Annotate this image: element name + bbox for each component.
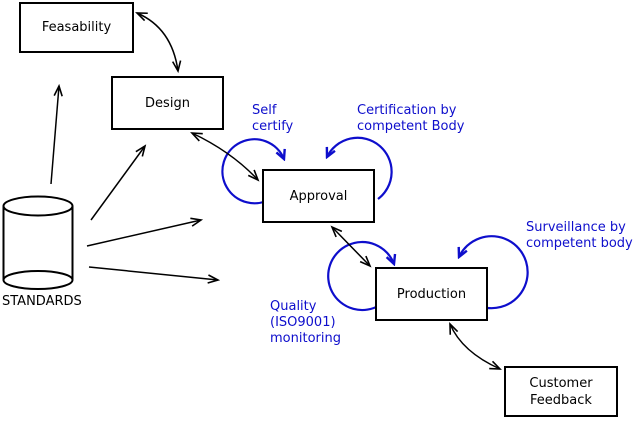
annotation-surveillance-line1: Surveillance by — [526, 220, 626, 235]
arrow-standards-design — [90, 146, 145, 221]
node-design-label: Design — [145, 95, 190, 111]
annotation-quality-line3: monitoring — [270, 331, 341, 346]
standards-label: STANDARDS — [2, 294, 82, 309]
annotation-surveillance-line2: competent body — [526, 236, 633, 251]
arrow-approval-production — [332, 227, 370, 266]
node-feasability-label: Feasability — [41, 20, 112, 35]
loop-surveillance — [459, 235, 529, 310]
node-feasability: Feasability — [19, 2, 134, 53]
standards-cylinder — [2, 195, 74, 290]
node-approval-label: Approval — [289, 188, 348, 204]
annotation-self-certify-line2: certify — [252, 119, 294, 134]
annotation-quality-monitoring: Quality(ISO9001)monitoring — [270, 299, 341, 347]
node-customer-feedback-line1: Customer — [529, 375, 593, 391]
node-production-label: Production — [396, 286, 467, 302]
annotation-quality-line1: Quality — [270, 299, 317, 314]
node-approval: Approval — [262, 169, 375, 223]
node-customer-feedback-line2: Feedback — [530, 392, 592, 408]
loop-certification — [327, 136, 393, 200]
annotation-quality-line2: (ISO9001) — [270, 315, 336, 330]
node-production: Production — [375, 267, 488, 321]
annotation-certification-line1: Certification by — [357, 103, 457, 118]
arrow-design-approval — [192, 133, 258, 180]
arrow-standards-feasability — [50, 86, 59, 185]
arrow-standards-approval — [86, 220, 201, 247]
annotation-self-certify-line1: Self — [252, 103, 277, 118]
arrow-production-customer — [450, 324, 500, 369]
annotation-certification-line2: competent Body — [357, 119, 465, 134]
loop-quality-monitoring — [327, 240, 394, 312]
node-design: Design — [111, 76, 224, 130]
arrow-feasability-design — [137, 13, 178, 71]
node-customer-feedback: Customer Feedback — [504, 366, 618, 417]
arrow-standards-production — [88, 266, 218, 280]
